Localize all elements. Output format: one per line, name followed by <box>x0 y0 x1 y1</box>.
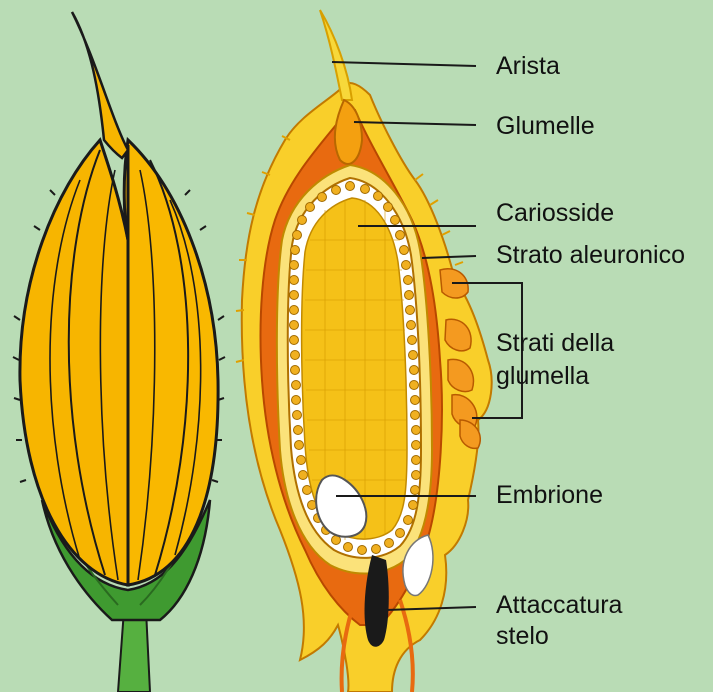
label-attaccatura-line2: stelo <box>496 622 549 651</box>
grain-awn-tip <box>72 12 128 158</box>
label-strato-aleuronico: Strato aleuronico <box>496 241 685 270</box>
leader-arista <box>332 62 476 66</box>
whole-grain-illustration <box>13 12 225 692</box>
awn <box>320 10 352 100</box>
label-strati-glumella-line1: Strati della <box>496 329 614 358</box>
label-strati-glumella-line2: glumella <box>496 362 589 391</box>
label-attaccatura-line1: Attaccatura <box>496 591 622 620</box>
label-cariosside: Cariosside <box>496 199 614 228</box>
label-embrione: Embrione <box>496 481 603 510</box>
label-glumelle: Glumelle <box>496 112 595 141</box>
label-arista: Arista <box>496 52 560 81</box>
left-glume <box>20 140 128 585</box>
grain-section-illustration <box>236 10 492 692</box>
stem <box>118 610 150 692</box>
